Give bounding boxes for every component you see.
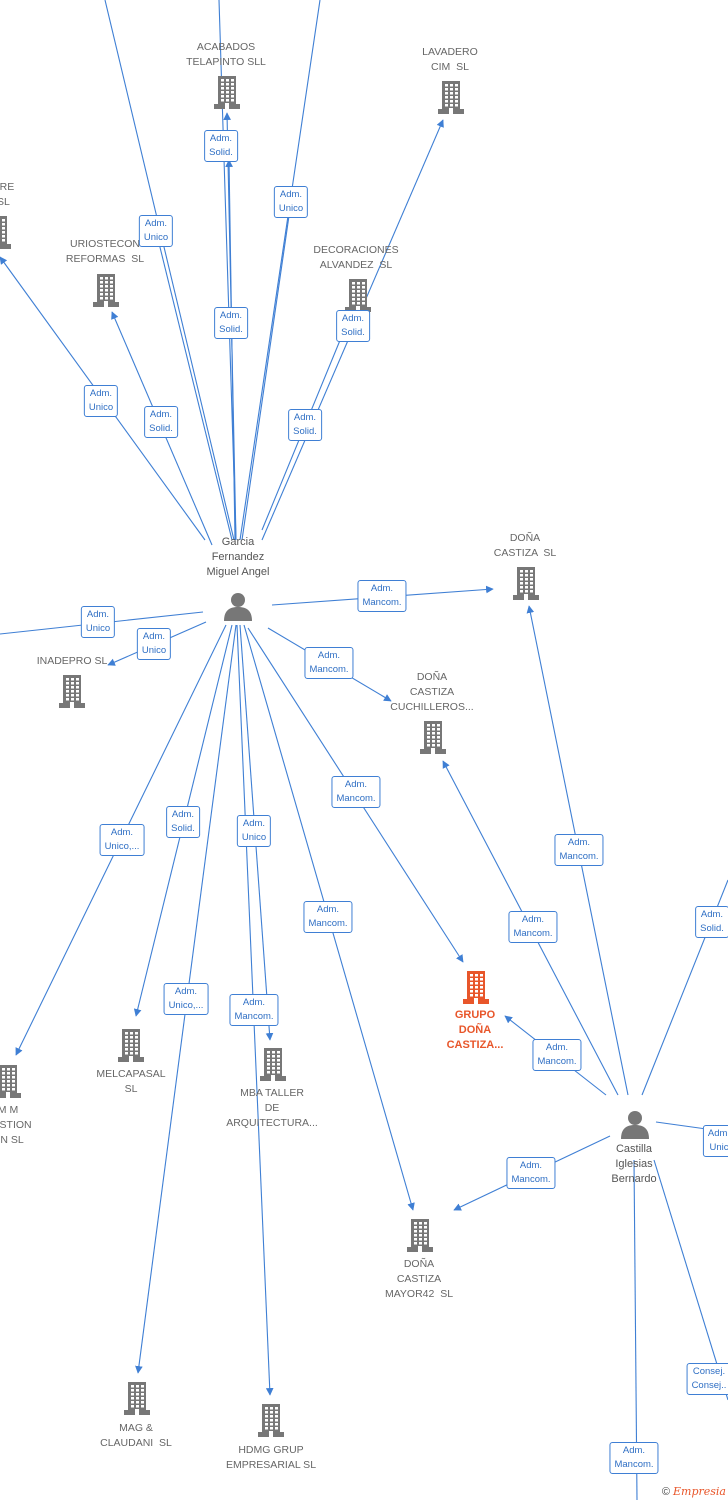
company-label-acabados[interactable]: ACABADOS TELAPINTO SLL bbox=[186, 41, 266, 68]
company-label-melcapasal[interactable]: MELCAPASAL SL bbox=[96, 1068, 166, 1095]
role-badge: Adm. Unico bbox=[83, 385, 119, 417]
building-icon[interactable] bbox=[260, 1047, 286, 1086]
role-badge: Adm. Unico bbox=[236, 815, 272, 847]
role-badge: Adm. Mancom. bbox=[554, 834, 604, 866]
building-icon[interactable] bbox=[59, 674, 85, 713]
role-badge: Adm. Unico bbox=[273, 186, 309, 218]
company-label-aire[interactable]: AIRE SL bbox=[0, 181, 15, 208]
building-icon[interactable] bbox=[258, 1403, 284, 1442]
brand-logo: Empresia bbox=[673, 1485, 726, 1498]
company-label-mbataller[interactable]: MBA TALLER DE ARQUITECTURA... bbox=[226, 1087, 318, 1129]
building-icon[interactable] bbox=[345, 278, 371, 317]
company-label-grupo[interactable]: GRUPO DOÑA CASTIZA... bbox=[446, 1009, 504, 1051]
role-badge: Adm. Mancom. bbox=[303, 901, 353, 933]
role-badge: Consej. Consej.. bbox=[686, 1363, 728, 1395]
role-badge: Adm. Unico bbox=[138, 215, 174, 247]
building-icon[interactable] bbox=[214, 75, 240, 114]
company-label-mayor42[interactable]: DOÑA CASTIZA MAYOR42 SL bbox=[384, 1258, 454, 1300]
building-icon[interactable] bbox=[0, 1064, 21, 1103]
role-badge: Adm. Solid. bbox=[144, 406, 178, 438]
person-icon[interactable] bbox=[620, 1109, 650, 1144]
building-icon[interactable] bbox=[438, 80, 464, 119]
role-badge: Adm. Mancom. bbox=[609, 1442, 659, 1474]
company-label-donacastiza[interactable]: DOÑA CASTIZA SL bbox=[493, 532, 557, 559]
building-icon[interactable] bbox=[93, 273, 119, 312]
role-badge: Adm. Mancom. bbox=[532, 1039, 582, 1071]
company-label-inadepro[interactable]: INADEPRO SL bbox=[36, 655, 108, 667]
relation-edge bbox=[225, 159, 236, 541]
role-badge: Adm. Mancom. bbox=[304, 647, 354, 679]
role-badge: Adm. Solid. bbox=[166, 806, 200, 838]
role-badge: Adm. Unico bbox=[136, 628, 172, 660]
person-label-castilla[interactable]: Castilla Iglesias Bernardo bbox=[611, 1143, 657, 1185]
building-icon[interactable] bbox=[407, 1218, 433, 1257]
role-badge: Adm. Mancom. bbox=[229, 994, 279, 1026]
company-label-magclaudani[interactable]: MAG & CLAUDANI SL bbox=[100, 1422, 172, 1449]
relation-edge bbox=[104, 0, 235, 541]
role-badge: Adm. Solid. bbox=[214, 307, 248, 339]
footer-credit: © Empresia bbox=[662, 1485, 726, 1498]
role-badge: Adm. Mancom. bbox=[508, 911, 558, 943]
company-label-cuchilleros[interactable]: DOÑA CASTIZA CUCHILLEROS... bbox=[390, 671, 474, 713]
company-label-lavadero[interactable]: LAVADERO CIM SL bbox=[422, 46, 478, 73]
role-badge: Adm. Solid. bbox=[695, 906, 728, 938]
building-icon[interactable] bbox=[463, 970, 489, 1009]
relation-edge bbox=[153, 230, 233, 541]
role-badge: Adm. Mancom. bbox=[357, 580, 407, 612]
role-badge: Adm. Mancom. bbox=[331, 776, 381, 808]
role-badge: Adm. Unico bbox=[80, 606, 116, 638]
role-badge: Adm. Solid. bbox=[288, 409, 322, 441]
role-badge: Adm. Mancom. bbox=[506, 1157, 556, 1189]
building-icon[interactable] bbox=[118, 1028, 144, 1067]
company-label-decoraciones[interactable]: DECORACIONES ALVANDEZ SL bbox=[313, 244, 399, 271]
relation-edge bbox=[239, 0, 321, 541]
person-label-garcia[interactable]: Garcia Fernandez Miguel Angel bbox=[206, 536, 270, 578]
company-label-mgestion[interactable]: M M GESTION ON SL bbox=[0, 1104, 32, 1146]
company-label-hdmg[interactable]: HDMG GRUP EMPRESARIAL SL bbox=[225, 1444, 317, 1471]
building-icon[interactable] bbox=[0, 215, 11, 254]
copyright-icon: © bbox=[661, 1486, 670, 1498]
role-badge: Adm. Unico,... bbox=[99, 824, 145, 856]
role-badge: Adm. Solid. bbox=[336, 310, 370, 342]
building-icon[interactable] bbox=[513, 566, 539, 605]
building-icon[interactable] bbox=[420, 720, 446, 759]
company-label-uriostecon[interactable]: URIOSTECON REFORMAS SL bbox=[65, 238, 145, 265]
role-badge: Adm. Unico,... bbox=[163, 983, 209, 1015]
person-icon[interactable] bbox=[223, 591, 253, 626]
relation-edge bbox=[241, 201, 294, 541]
role-badge: Adm. Solid. bbox=[204, 130, 238, 162]
relation-edge bbox=[653, 1159, 728, 1401]
building-icon[interactable] bbox=[124, 1381, 150, 1420]
role-badge: Adm. Unic bbox=[702, 1125, 728, 1157]
